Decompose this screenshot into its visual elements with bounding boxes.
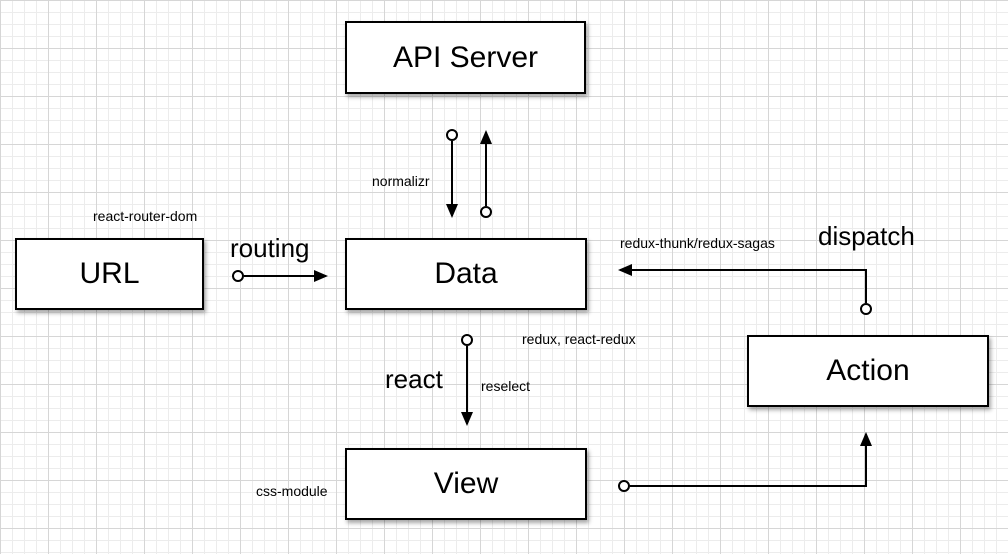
view-to-action-arrow <box>618 432 872 492</box>
routing-label: routing <box>230 233 310 263</box>
api-server-label: API Server <box>392 40 539 74</box>
react-arrow <box>461 334 473 426</box>
dispatch-arrow <box>618 264 872 315</box>
data-label: Data <box>434 257 498 290</box>
view-node: View <box>345 448 587 520</box>
normalizr-label: normalizr <box>372 173 430 189</box>
dispatch-label: dispatch <box>818 221 915 251</box>
url-label: URL <box>79 257 140 290</box>
data-to-api-arrow <box>480 130 492 218</box>
routing-arrow <box>232 270 328 282</box>
react-label: react <box>385 364 443 394</box>
redux-thunk-sagas-label: redux-thunk/redux-sagas <box>620 235 775 251</box>
react-router-dom-label: react-router-dom <box>93 208 198 224</box>
url-node: URL <box>15 238 204 310</box>
api-server-node: API Server <box>345 21 586 94</box>
view-label: View <box>433 467 499 500</box>
css-module-label: css-module <box>256 483 328 499</box>
data-node: Data <box>345 238 587 310</box>
normalizr-arrow <box>446 129 458 218</box>
redux-react-redux-label: redux, react-redux <box>522 331 636 347</box>
action-node: Action <box>747 335 989 407</box>
action-label: Action <box>826 354 910 387</box>
reselect-label: reselect <box>481 378 531 394</box>
